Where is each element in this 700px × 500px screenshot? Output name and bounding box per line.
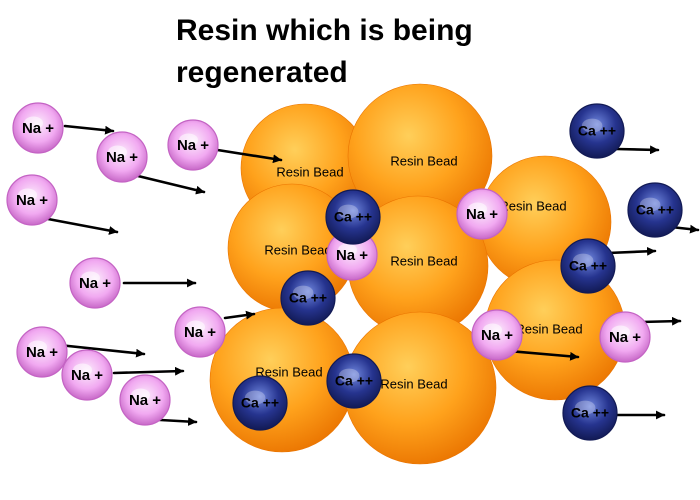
sodium-ion: Na + xyxy=(16,326,68,378)
sodium-ion-label: Na + xyxy=(26,344,58,361)
sodium-ion-highlight xyxy=(611,325,630,339)
calcium-ion-label: Ca ++ xyxy=(335,373,373,389)
sodium-ion: Na + xyxy=(599,311,651,363)
sodium-ion: Na + xyxy=(456,188,508,240)
calcium-ion-sphere xyxy=(569,103,625,159)
calcium-ion: Ca ++ xyxy=(280,270,336,326)
resin-bead: Resin Bead xyxy=(343,311,497,465)
sodium-ion: Na + xyxy=(326,229,378,281)
sodium-ion-highlight xyxy=(483,323,502,337)
resin-bead-label: Resin Bead xyxy=(390,153,457,168)
sodium-ion-label: Na + xyxy=(336,247,368,264)
sodium-ion: Na + xyxy=(61,349,113,401)
sodium-ion-highlight xyxy=(28,340,47,354)
sodium-ion-highlight xyxy=(81,271,100,285)
calcium-ion-label: Ca ++ xyxy=(571,405,609,421)
calcium-ion-highlight xyxy=(639,197,661,212)
calcium-ion-sphere xyxy=(560,238,616,294)
resin-bead-label: Resin Bead xyxy=(499,198,566,213)
calcium-ion-highlight xyxy=(337,204,359,219)
sodium-ion-label: Na + xyxy=(129,392,161,409)
resin-bead: Resin Bead xyxy=(347,195,489,337)
sodium-ion-label: Na + xyxy=(481,327,513,344)
sodium-ion-label: Na + xyxy=(177,137,209,154)
calcium-ion-highlight xyxy=(581,118,603,133)
sodium-ion-label: Na + xyxy=(184,324,216,341)
calcium-ion-sphere xyxy=(232,375,288,431)
sodium-ion-highlight xyxy=(186,320,205,334)
resin-bead-label: Resin Bead xyxy=(264,242,331,257)
sodium-ion-highlight xyxy=(73,363,92,377)
sodium-ion: Na + xyxy=(69,257,121,309)
resin-bead-label: Resin Bead xyxy=(380,376,447,391)
sodium-ion-highlight xyxy=(338,243,357,257)
sodium-ion-highlight xyxy=(24,116,43,130)
calcium-ion-highlight xyxy=(574,400,596,415)
sodium-ion-arrow xyxy=(223,310,256,320)
sodium-ion: Na + xyxy=(119,374,171,426)
calcium-ion: Ca ++ xyxy=(627,182,683,238)
calcium-ion: Ca ++ xyxy=(560,238,616,294)
sodium-ion-label: Na + xyxy=(106,149,138,166)
diagram-title: Resin which is being regenerated xyxy=(176,14,473,89)
sodium-ion-label: Na + xyxy=(22,120,54,137)
sodium-ion: Na + xyxy=(6,174,58,226)
sodium-ion: Na + xyxy=(167,119,219,171)
sodium-ion-label: Na + xyxy=(466,206,498,223)
sodium-ion-highlight xyxy=(468,202,487,216)
sodium-ion-highlight xyxy=(131,388,150,402)
calcium-ion: Ca ++ xyxy=(325,189,381,245)
resin-bead-label: Resin Bead xyxy=(515,321,582,336)
resin-bead: Resin Bead xyxy=(484,259,626,401)
calcium-ion: Ca ++ xyxy=(326,353,382,409)
calcium-ion-sphere xyxy=(326,353,382,409)
sodium-ion: Na + xyxy=(471,309,523,361)
sodium-ion: Na + xyxy=(174,306,226,358)
calcium-ion-label: Ca ++ xyxy=(636,202,674,218)
calcium-ion-label: Ca ++ xyxy=(578,123,616,139)
calcium-ion-arrow xyxy=(606,246,657,256)
resin-bead-label: Resin Bead xyxy=(255,364,322,379)
sodium-ion-highlight xyxy=(18,188,37,202)
calcium-ion: Ca ++ xyxy=(562,385,618,441)
sodium-ion-label: Na + xyxy=(16,192,48,209)
calcium-ion-label: Ca ++ xyxy=(569,258,607,274)
sodium-ion-label: Na + xyxy=(71,367,103,384)
calcium-ion-highlight xyxy=(572,253,594,268)
sodium-ion-arrow xyxy=(136,174,206,195)
calcium-ion-sphere xyxy=(627,182,683,238)
calcium-ion-sphere xyxy=(562,385,618,441)
calcium-ion: Ca ++ xyxy=(232,375,288,431)
calcium-ion-arrow xyxy=(614,145,660,155)
calcium-ion-sphere xyxy=(325,189,381,245)
calcium-ion-highlight xyxy=(338,368,360,383)
sodium-ion-arrow xyxy=(46,217,119,235)
calcium-ion: Ca ++ xyxy=(569,103,625,159)
sodium-ion-arrow xyxy=(639,316,682,326)
sodium-ion-label: Na + xyxy=(609,329,641,346)
calcium-ion-label: Ca ++ xyxy=(241,395,279,411)
sodium-ion-highlight xyxy=(108,145,127,159)
sodium-ion-label: Na + xyxy=(79,275,111,292)
ions: Na + Na + Na + Na + Na + Na + Na + Na + Na + Na +… xyxy=(6,102,683,441)
sodium-ion: Na + xyxy=(96,131,148,183)
sodium-ion: Na + xyxy=(12,102,64,154)
resin-bead-label: Resin Bead xyxy=(390,253,457,268)
sodium-ion-arrow xyxy=(112,366,185,376)
calcium-ion-highlight xyxy=(244,390,266,405)
calcium-ion-highlight xyxy=(292,285,314,300)
resin-bead-label: Resin Bead xyxy=(276,164,343,179)
calcium-ion-label: Ca ++ xyxy=(334,209,372,225)
sodium-ion-arrow xyxy=(63,124,115,135)
sodium-ion-highlight xyxy=(179,133,198,147)
calcium-ion-label: Ca ++ xyxy=(289,290,327,306)
calcium-ion-sphere xyxy=(280,270,336,326)
